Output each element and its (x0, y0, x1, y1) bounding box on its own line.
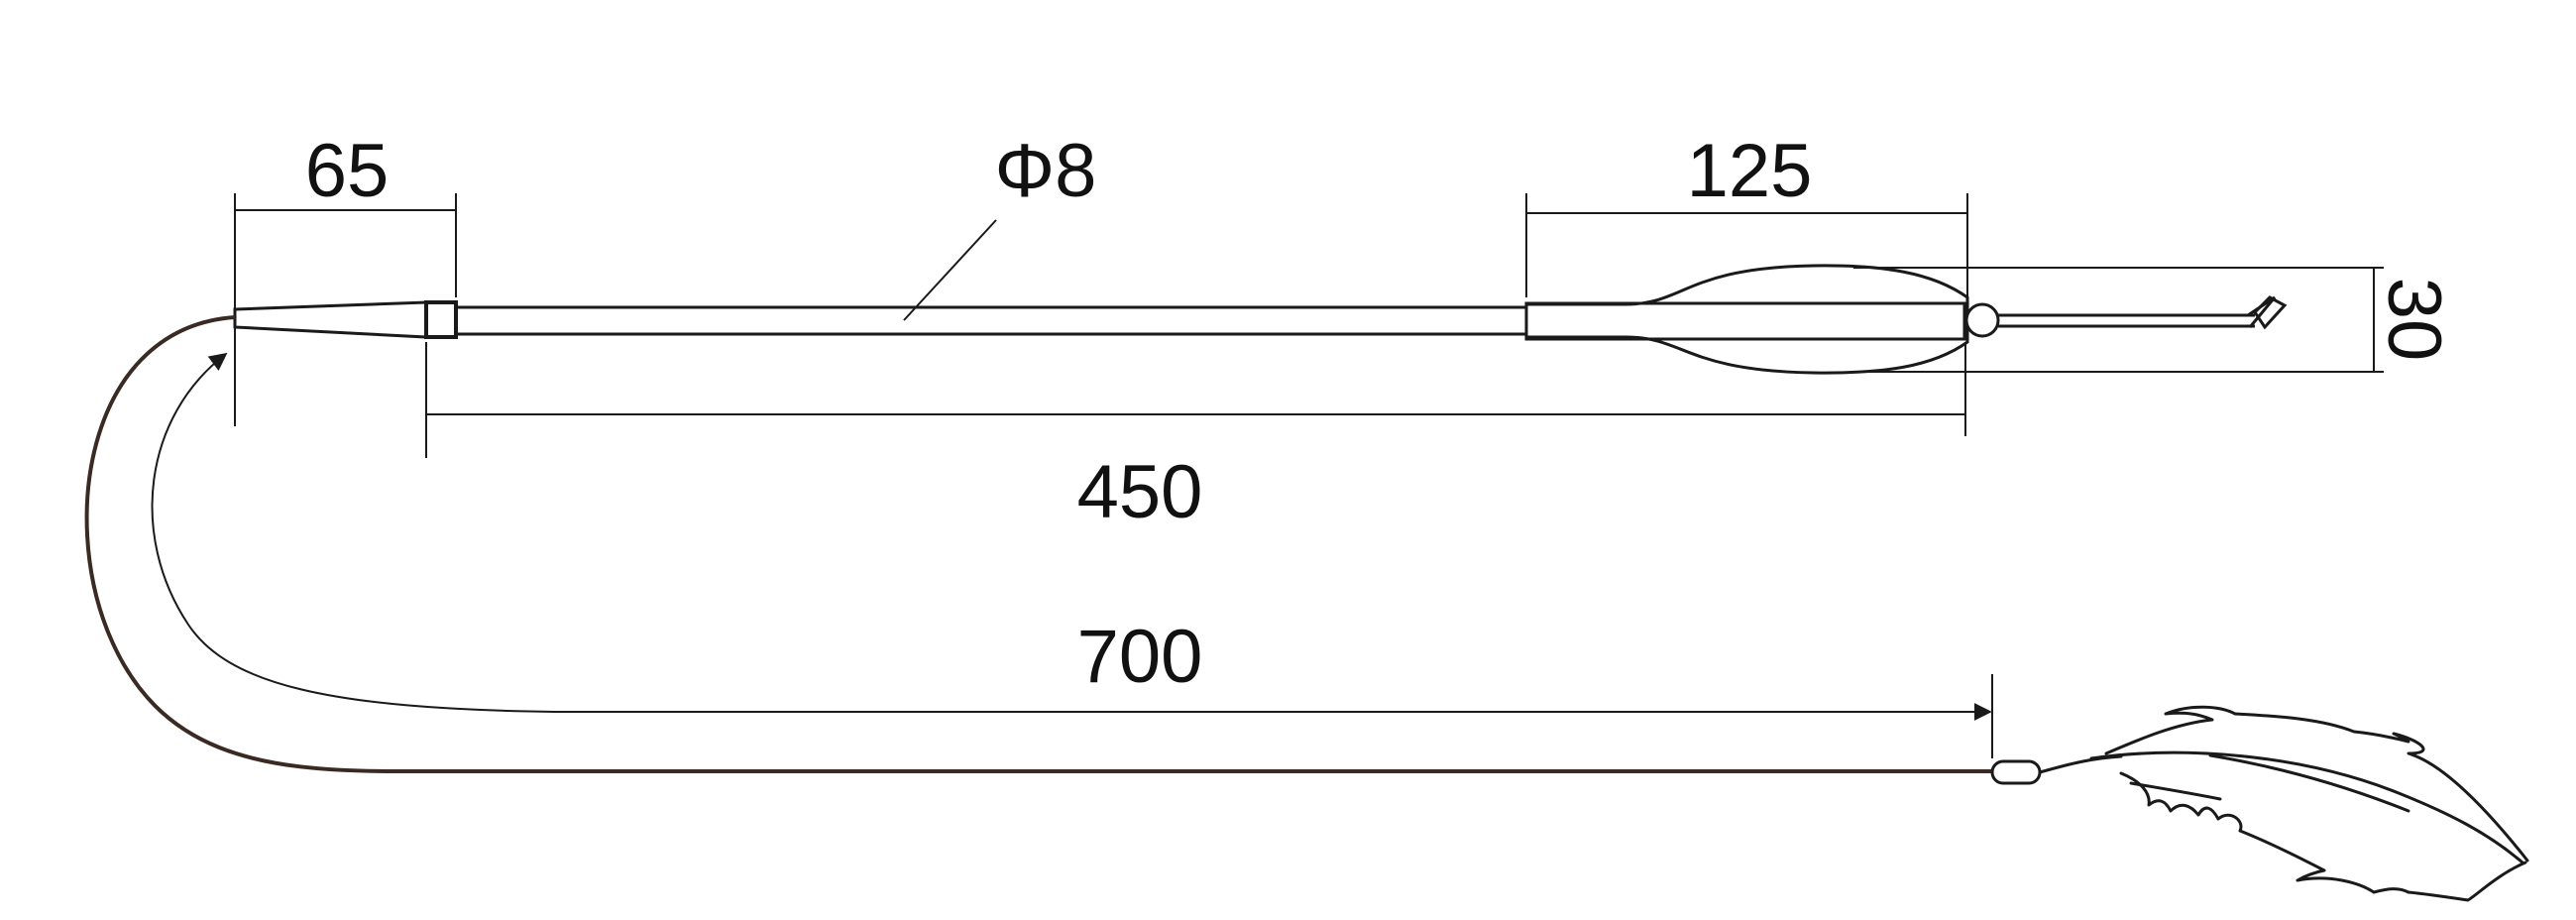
rod-tip (233, 300, 428, 339)
end-cap (1964, 302, 2000, 338)
feather-icon (2038, 705, 2529, 902)
cord-length-label: 700 (1077, 615, 1203, 699)
grip-width-label: 30 (2372, 278, 2456, 362)
rod-length-label: 450 (1077, 450, 1203, 534)
handle-grip (1524, 264, 1969, 375)
tip-ferrule (424, 300, 458, 339)
diameter-leader (903, 219, 997, 321)
rod-shaft (451, 305, 1531, 336)
grip-length-label: 125 (1687, 129, 1813, 213)
cord (84, 315, 1992, 773)
diameter-label: Φ8 (995, 129, 1097, 213)
cord-length-arc (151, 352, 1992, 721)
cord-connector (1990, 759, 2042, 785)
hanging-strap (1998, 295, 2288, 330)
tip-length-label: 65 (305, 129, 390, 213)
grip-length-dimension (1525, 193, 1968, 297)
